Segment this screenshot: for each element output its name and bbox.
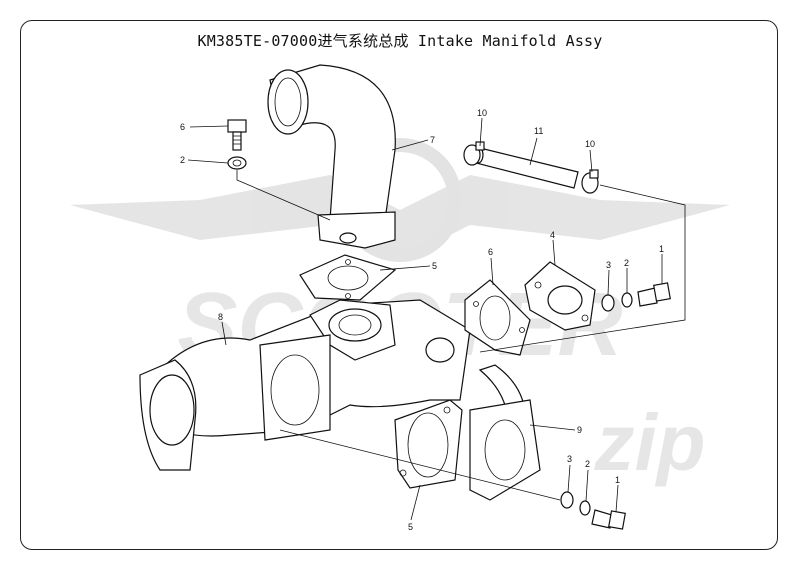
callout-5-gasket-top: 5	[432, 261, 437, 271]
part-7-elbow-pipe	[267, 64, 396, 249]
part-2-washer-top	[227, 156, 247, 170]
drawing-frame	[20, 20, 778, 550]
callout-9-tube: 9	[577, 425, 582, 435]
assembly-line-bolt	[236, 170, 331, 221]
part-9-tube	[469, 364, 541, 501]
part-6-bolt-top	[227, 119, 247, 151]
callout-2-washer: 2	[180, 155, 185, 165]
part-8-manifold-body	[139, 299, 471, 471]
callout-1-bolt-lower: 1	[615, 475, 620, 485]
part-5-gasket-bottom	[394, 399, 463, 489]
callout-3-washer-upper: 3	[606, 260, 611, 270]
callout-6-bolt: 6	[180, 122, 185, 132]
part-3-washer-upper	[601, 294, 615, 312]
callout-5-gasket-bottom: 5	[408, 522, 413, 532]
part-4-flange	[524, 261, 596, 331]
callout-4-flange: 4	[550, 230, 555, 240]
assembly-line-lower	[279, 429, 561, 501]
callout-10-clamp-right: 10	[585, 139, 595, 149]
part-6-gasket-right	[464, 279, 531, 356]
part-10-clamp-right	[581, 169, 599, 194]
callout-7-elbow: 7	[430, 135, 435, 145]
callout-3-washer-lower: 3	[567, 454, 572, 464]
part-3-washer-lower	[560, 491, 574, 509]
callout-2-washer-upper: 2	[624, 258, 629, 268]
callout-2-washer-lower: 2	[585, 459, 590, 469]
diagram-title: KM385TE-07000进气系统总成 Intake Manifold Assy	[197, 32, 603, 50]
part-2-spring-washer-upper	[621, 292, 633, 308]
callouts: 6 2 7 10 11 10 5 6 4 3 2 1 8 9 3 2 1 5	[180, 108, 664, 532]
part-5-gasket-top	[299, 254, 397, 301]
leader-lines	[187, 117, 663, 521]
part-2-spring-washer-lower	[579, 500, 591, 516]
part-1-bolt-lower	[591, 509, 626, 530]
callout-1-bolt-upper: 1	[659, 244, 664, 254]
part-1-bolt-upper	[637, 282, 671, 307]
callout-8-manifold: 8	[218, 312, 223, 322]
watermark-subtext: zip	[593, 398, 705, 487]
callout-11-hose: 11	[534, 126, 543, 136]
assembly-line-hose	[479, 184, 686, 353]
callout-6-gasket-right: 6	[488, 247, 493, 257]
callout-10-clamp-left: 10	[477, 108, 487, 118]
